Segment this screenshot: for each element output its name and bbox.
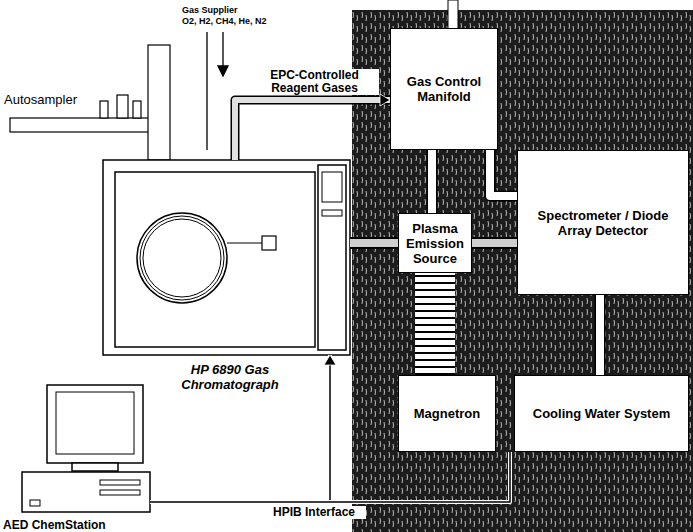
connector-line	[415, 273, 455, 375]
connector-line	[350, 237, 398, 249]
connector-line	[428, 150, 436, 213]
connector-label: HPIB Interface	[262, 506, 366, 519]
injector-tower	[148, 45, 170, 160]
connector	[435, 273, 436, 375]
arrowhead	[324, 355, 336, 365]
connector-line	[150, 452, 510, 502]
connector-line	[490, 150, 517, 196]
node-label: Plasma Emission Source	[403, 221, 467, 266]
computer	[22, 385, 150, 512]
module-box: Gas Control Manifold	[390, 28, 498, 150]
node-label: Spectrometer / Diode Array Detector	[522, 208, 684, 238]
text-label: Autosampler	[4, 92, 77, 107]
connector	[235, 94, 390, 160]
connector-line	[472, 237, 517, 249]
connector	[600, 295, 601, 375]
connector	[432, 150, 433, 213]
supply-line	[448, 0, 458, 30]
connector-line	[150, 355, 330, 502]
connector-line	[472, 239, 517, 247]
module-box: Cooling Water System	[514, 375, 689, 452]
text-label: Gas Supplier	[182, 5, 238, 16]
connector	[150, 355, 336, 502]
connector	[150, 452, 510, 502]
node-label: Cooling Water System	[533, 406, 670, 421]
gas-chromatograph	[103, 160, 350, 355]
connector-line	[235, 100, 390, 160]
connector-line	[596, 295, 604, 375]
node-label: Gas Control Manifold	[395, 74, 493, 104]
instrument-gc: HP 6890 Gas Chromatograph	[103, 160, 350, 355]
connector-line	[235, 100, 390, 160]
connector-line	[427, 150, 438, 213]
module-box: Spectrometer / Diode Array Detector	[517, 150, 689, 295]
connector-line	[595, 295, 606, 375]
computer-station: AED ChemStation	[25, 383, 150, 515]
connector-line	[150, 452, 510, 502]
connector-label: EPC-Controlled Reagent Gases	[250, 69, 379, 95]
node-label: AED ChemStation	[3, 518, 106, 532]
module-box: Magnetron	[398, 375, 496, 452]
node-label: Magnetron	[414, 406, 480, 421]
module-box: Plasma Emission Source	[398, 213, 472, 273]
connector-line	[415, 273, 455, 375]
connector	[490, 150, 517, 196]
gas-supply-arrows	[207, 32, 228, 150]
aed-housing	[352, 10, 693, 532]
connector	[472, 243, 517, 244]
connector	[350, 243, 398, 244]
connector-line	[150, 355, 330, 502]
text-label: O2, H2, CH4, He, N2	[182, 16, 267, 27]
connector-line	[350, 239, 398, 247]
node-label: HP 6890 Gas Chromatograph	[165, 362, 295, 392]
connector-line	[490, 150, 517, 196]
arrowhead	[380, 94, 390, 106]
